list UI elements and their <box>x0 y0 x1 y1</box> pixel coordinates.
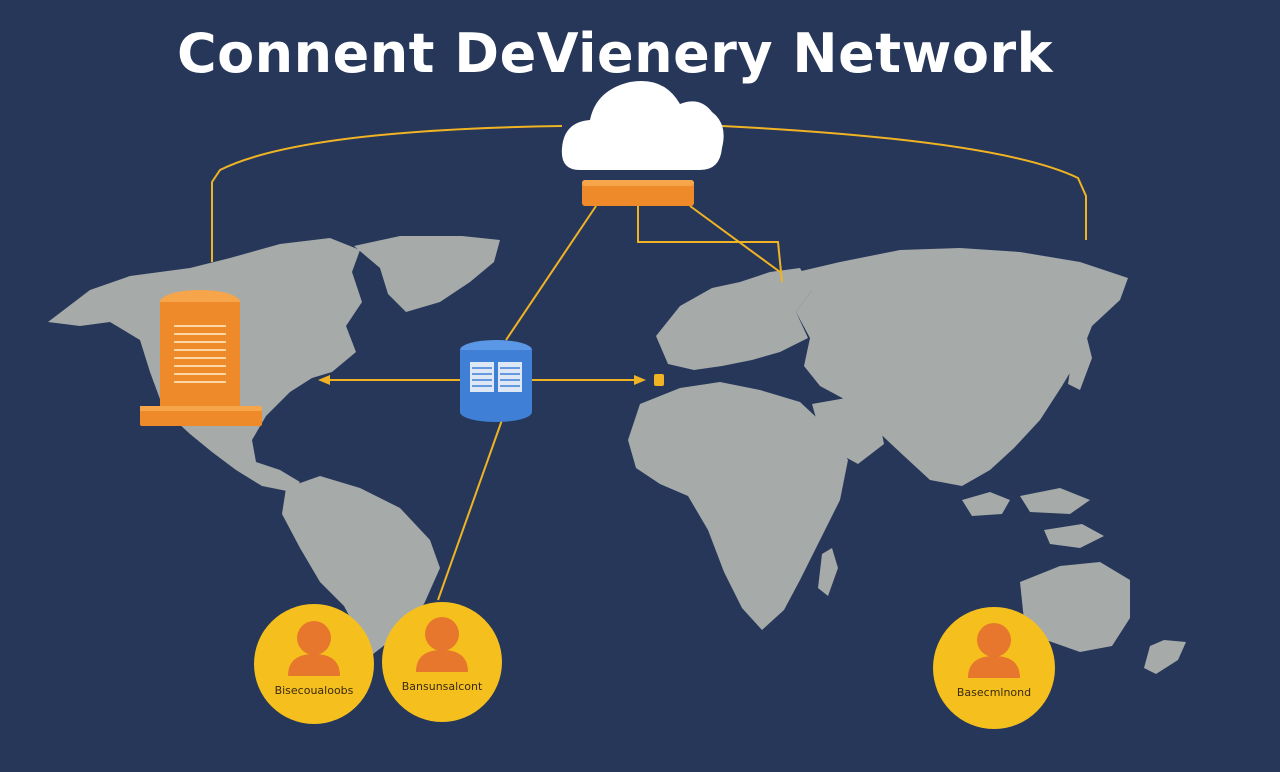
link-arrowheads <box>318 374 664 386</box>
link-cloud-to-origin <box>211 125 563 262</box>
continent-africa <box>628 382 848 630</box>
continent-south-america <box>282 476 440 658</box>
edge-server-icon <box>460 340 532 422</box>
islands-southeast-asia <box>962 488 1104 548</box>
user-label-2: Bansunsalcont <box>402 680 483 693</box>
user-node-2: Bansunsalcont <box>382 602 502 722</box>
europe-endpoint-marker <box>654 374 664 386</box>
user-label-1: Bisecoualoobs <box>275 684 354 697</box>
user-label-3: Basecmlnond <box>957 686 1031 699</box>
network-links <box>211 125 1087 601</box>
island-madagascar <box>818 548 838 596</box>
continent-arabia <box>812 398 884 464</box>
link-cloud-to-asia <box>721 125 1087 240</box>
cloud-icon <box>561 80 724 170</box>
continent-australia <box>1020 562 1130 652</box>
link-gateway-to-europe <box>637 204 783 283</box>
user-node-1: Bisecoualoobs <box>254 604 374 724</box>
continent-greenland <box>354 236 500 312</box>
link-edge-to-user <box>437 419 503 601</box>
island-japan <box>1068 334 1092 390</box>
continent-asia <box>780 248 1128 486</box>
cloud-gateway-server <box>582 180 694 206</box>
arrowhead-left <box>318 375 330 385</box>
origin-server-icon <box>140 290 262 426</box>
link-gateway-to-edge-diagonal <box>689 205 781 273</box>
user-node-3: Basecmlnond <box>933 607 1055 729</box>
page-title: Connent DeVienery Network <box>176 22 1054 85</box>
continent-europe <box>656 268 812 370</box>
island-new-zealand <box>1144 640 1186 674</box>
arrowhead-right <box>634 375 646 385</box>
link-gateway-to-edge <box>505 205 597 341</box>
world-map <box>48 236 1186 674</box>
